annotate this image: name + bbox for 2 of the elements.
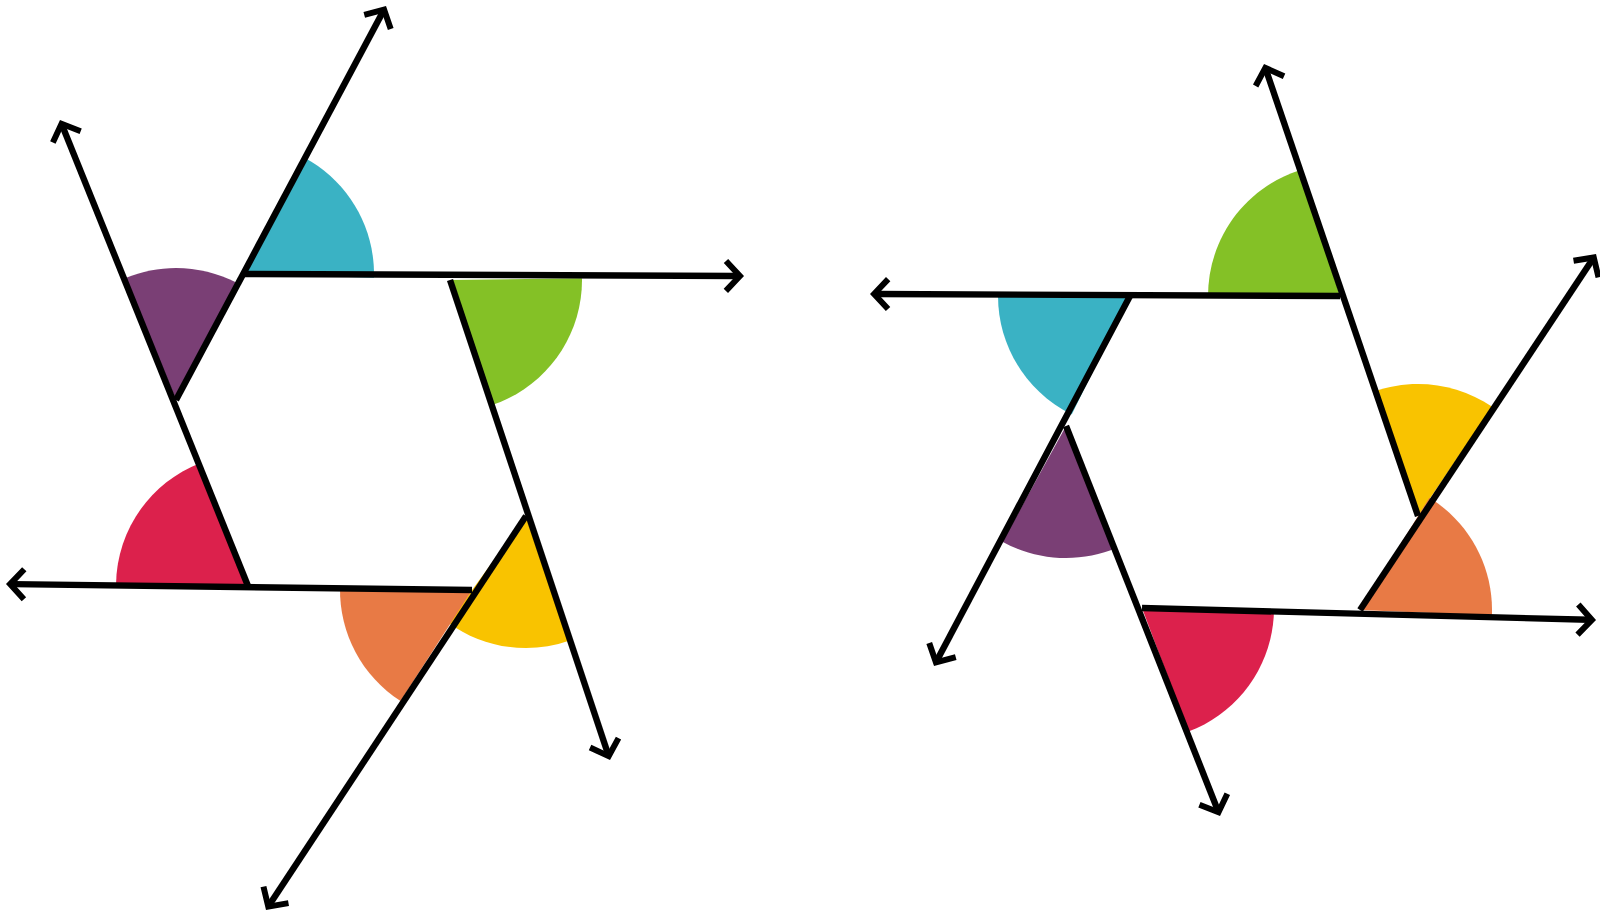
angle-drawing — [870, 64, 1600, 816]
angle-drawing — [6, 6, 744, 910]
